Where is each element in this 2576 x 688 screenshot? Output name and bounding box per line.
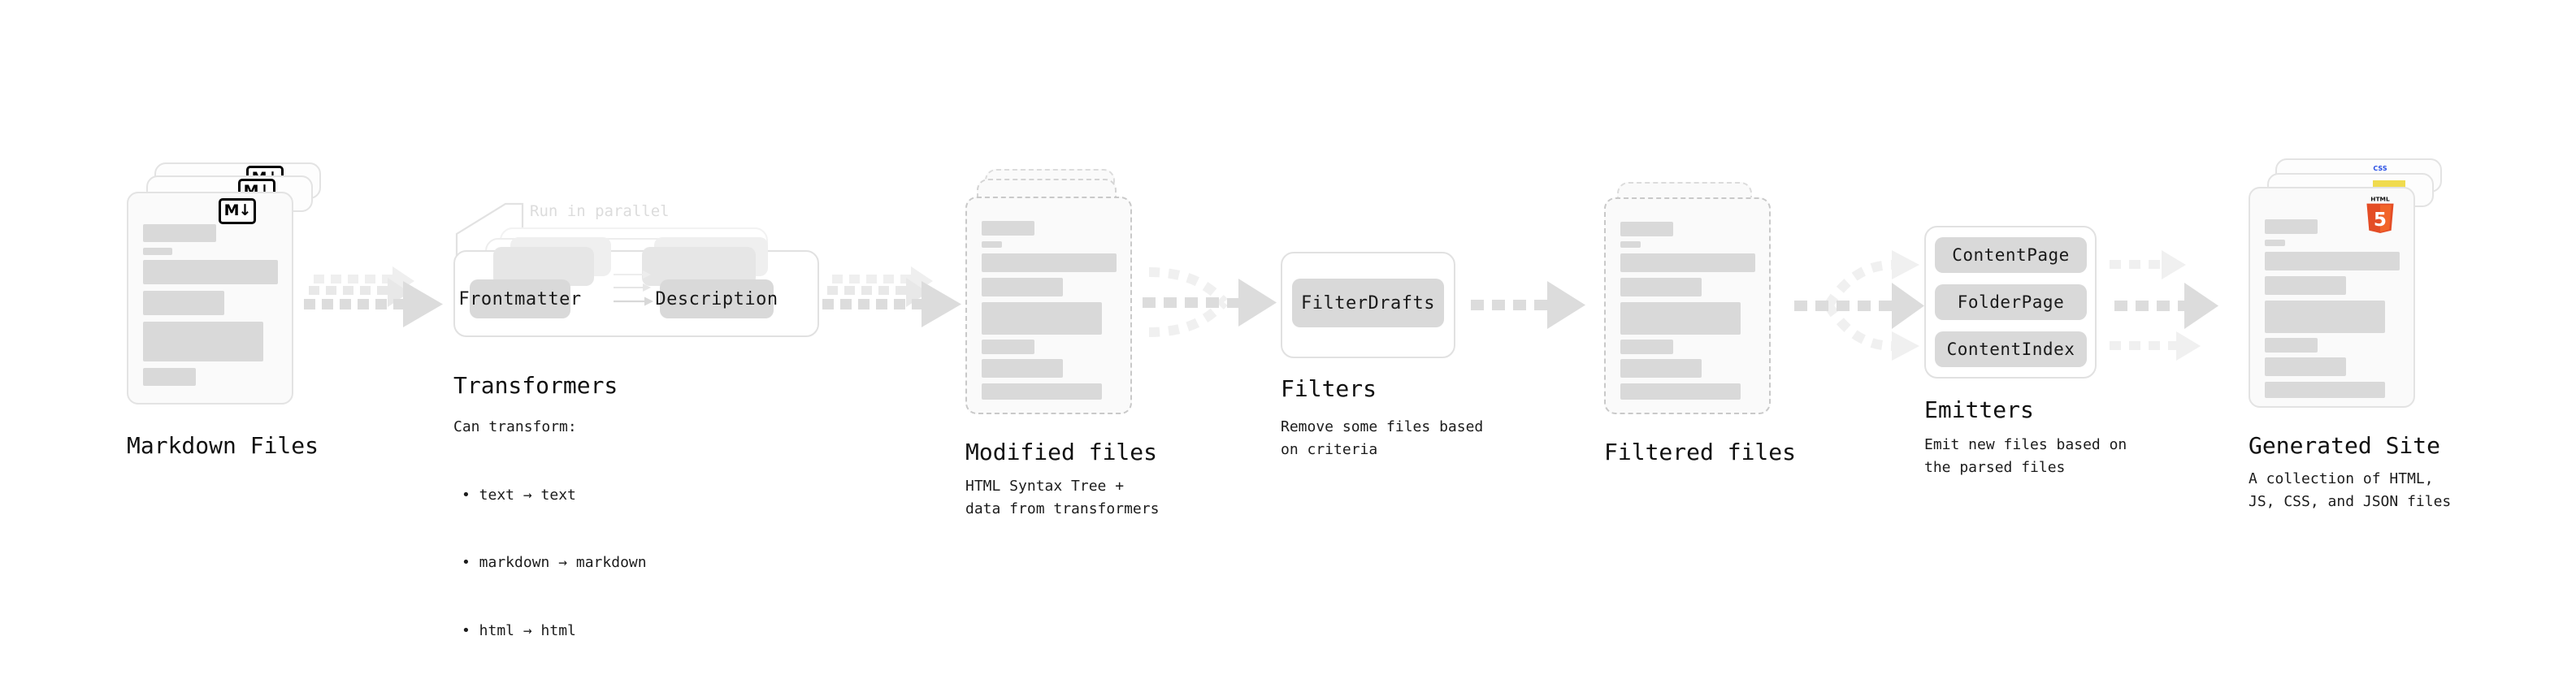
skeleton-line	[982, 221, 1034, 236]
skeleton-line	[2265, 276, 2346, 295]
skeleton-line	[1620, 302, 1741, 335]
skeleton-line	[982, 340, 1034, 354]
skeleton-line	[982, 359, 1063, 378]
connector-filters-to-filtered	[1471, 281, 1585, 329]
skeleton-line	[982, 383, 1102, 400]
connector-modified-to-filters	[1143, 267, 1277, 337]
stage-title-markdown-files: Markdown Files	[127, 432, 319, 459]
skeleton-line	[1620, 340, 1673, 354]
skeleton-line	[982, 241, 1002, 248]
skeleton-line	[1620, 253, 1755, 272]
skeleton-line	[143, 224, 216, 242]
stage-title-modified-files: Modified files	[965, 439, 1158, 465]
emitter-chip-contentindex[interactable]: ContentIndex	[1935, 331, 2087, 367]
transformer-chip-frontmatter[interactable]: Frontmatter	[458, 279, 581, 318]
skeleton-line	[2265, 382, 2385, 398]
skeleton-line	[2265, 357, 2346, 376]
emitter-chip-folderpage[interactable]: FolderPage	[1935, 284, 2087, 320]
stage-title-filters: Filters	[1281, 375, 1377, 402]
svg-text:5: 5	[2374, 209, 2387, 231]
connector-filtered-to-emitters	[1794, 250, 1924, 361]
transformer-inner-arrows	[614, 270, 653, 306]
filter-chip-filterdrafts[interactable]: FilterDrafts	[1292, 279, 1444, 327]
stage-description-filters: Remove some files based on criteria	[1281, 418, 1484, 458]
stage-title-emitters: Emitters	[1924, 396, 2034, 423]
skeleton-line	[2265, 252, 2400, 270]
bullet-item: • markdown → markdown	[462, 554, 647, 572]
skeleton-line	[1620, 359, 1702, 378]
skeleton-line	[2265, 338, 2318, 353]
transformers-bullets: • text → text • markdown → markdown • ht…	[462, 439, 647, 688]
css-label: CSS	[2373, 165, 2387, 172]
connector-md-to-transformers	[304, 266, 443, 327]
skeleton-line	[2265, 301, 2385, 333]
skeleton-line	[2265, 219, 2318, 234]
stage-description-modified-files: HTML Syntax Tree + data from transformer…	[965, 478, 1160, 517]
html5-icon: HTML 5	[2366, 195, 2394, 233]
stage-title-filtered-files: Filtered files	[1604, 439, 1797, 465]
skeleton-line	[1620, 383, 1741, 400]
skeleton-line	[143, 248, 172, 255]
emitter-chip-contentpage[interactable]: ContentPage	[1935, 237, 2087, 273]
stage-description-emitters: Emit new files based on the parsed files	[1924, 436, 2127, 476]
bullet-item: • text → text	[462, 486, 576, 504]
skeleton-line	[982, 302, 1102, 335]
run-in-parallel-label: Run in parallel	[530, 202, 670, 220]
stage-title-transformers: Transformers	[453, 372, 618, 399]
skeleton-line	[143, 322, 263, 361]
skeleton-line	[1620, 222, 1673, 236]
markdown-icon: M↓	[219, 198, 256, 224]
svg-text:HTML: HTML	[2370, 195, 2390, 202]
skeleton-line	[1620, 278, 1702, 296]
bullet-item: • html → html	[462, 622, 576, 640]
connector-emitters-to-site	[2110, 250, 2218, 361]
stage-description-generated-site: A collection of HTML, JS, CSS, and JSON …	[2249, 470, 2452, 510]
transformer-chip-description[interactable]: Description	[655, 279, 778, 318]
skeleton-line	[2265, 240, 2285, 246]
skeleton-line	[1620, 241, 1641, 248]
skeleton-line	[143, 368, 196, 386]
stage-description-transformers: Can transform:	[453, 418, 577, 435]
connector-transformers-to-modified	[822, 266, 961, 327]
skeleton-line	[143, 291, 224, 315]
skeleton-line	[982, 253, 1117, 272]
run-in-parallel-bracket	[455, 202, 524, 262]
skeleton-line	[143, 260, 278, 284]
stage-title-generated-site: Generated Site	[2249, 432, 2441, 459]
skeleton-line	[982, 278, 1063, 296]
